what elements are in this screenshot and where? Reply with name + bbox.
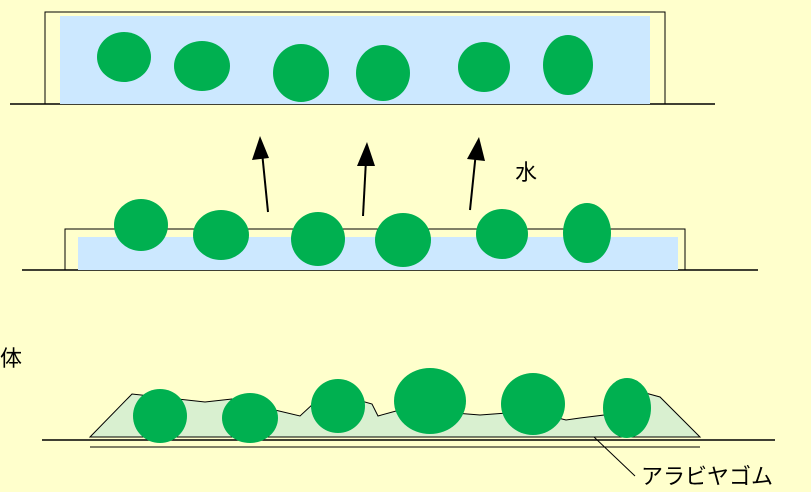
water-label: 水: [515, 160, 537, 185]
arrow-up-head: [252, 136, 269, 160]
arrow-up-shaft: [362, 159, 367, 217]
evaporation-arrows: [252, 136, 485, 217]
arrow-up-head: [467, 137, 485, 161]
stage-2-container-wall: [64, 228, 686, 270]
arrow-up-shaft: [469, 151, 477, 211]
stage-2-particle: [563, 203, 611, 263]
stage-1-container-wall: [44, 11, 666, 104]
stage-3-particle: [394, 368, 466, 434]
stage-3-particle: [603, 378, 651, 438]
body-label: 体: [0, 346, 22, 371]
stage-2-particle: [193, 210, 249, 260]
stage-2-particle: [476, 209, 528, 259]
stage-1-particle: [543, 35, 593, 95]
arrow-up-head: [357, 142, 375, 166]
stage-3-group: [42, 368, 775, 477]
stage-2-particle: [291, 212, 345, 266]
gum-arabic-label: アラビヤゴム: [641, 464, 773, 489]
stage-1-particle: [356, 45, 410, 101]
gum-arabic-leader-line: [593, 436, 636, 477]
arrow-up-shaft: [261, 151, 269, 213]
stage-1-particle: [97, 32, 151, 82]
stage-1-container-group: [10, 11, 715, 105]
stage-1-particle: [174, 41, 230, 91]
stage-2-container-group: [22, 199, 758, 271]
stage-3-particle: [501, 373, 565, 435]
stage-2-particle: [375, 213, 431, 267]
stage-3-particle: [311, 379, 365, 433]
stage-3-particle: [133, 389, 187, 443]
stage-1-particle: [273, 44, 329, 102]
stage-1-particle: [458, 42, 510, 92]
stage-2-particle: [114, 199, 168, 251]
stage-3-particle: [222, 393, 278, 443]
